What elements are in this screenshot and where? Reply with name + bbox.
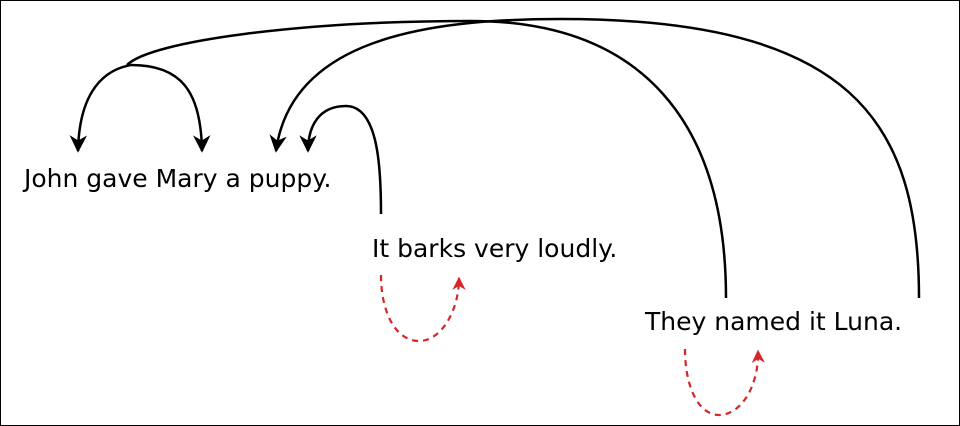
arc-gave-to-mary (130, 63, 211, 153)
sentence-they-named: They named it Luna. (645, 307, 903, 336)
arc-it-to-puppy-long (269, 17, 921, 299)
dashed-loop-second-sentence (379, 274, 466, 343)
dashed-loop-third-sentence (683, 348, 765, 417)
arc-it-to-puppy-short (299, 104, 383, 215)
sentence-it-barks: It barks very loudly. (372, 234, 618, 263)
arc-gave-to-john (69, 63, 132, 153)
sentence-john-gave-mary: John gave Mary a puppy. (24, 164, 332, 193)
